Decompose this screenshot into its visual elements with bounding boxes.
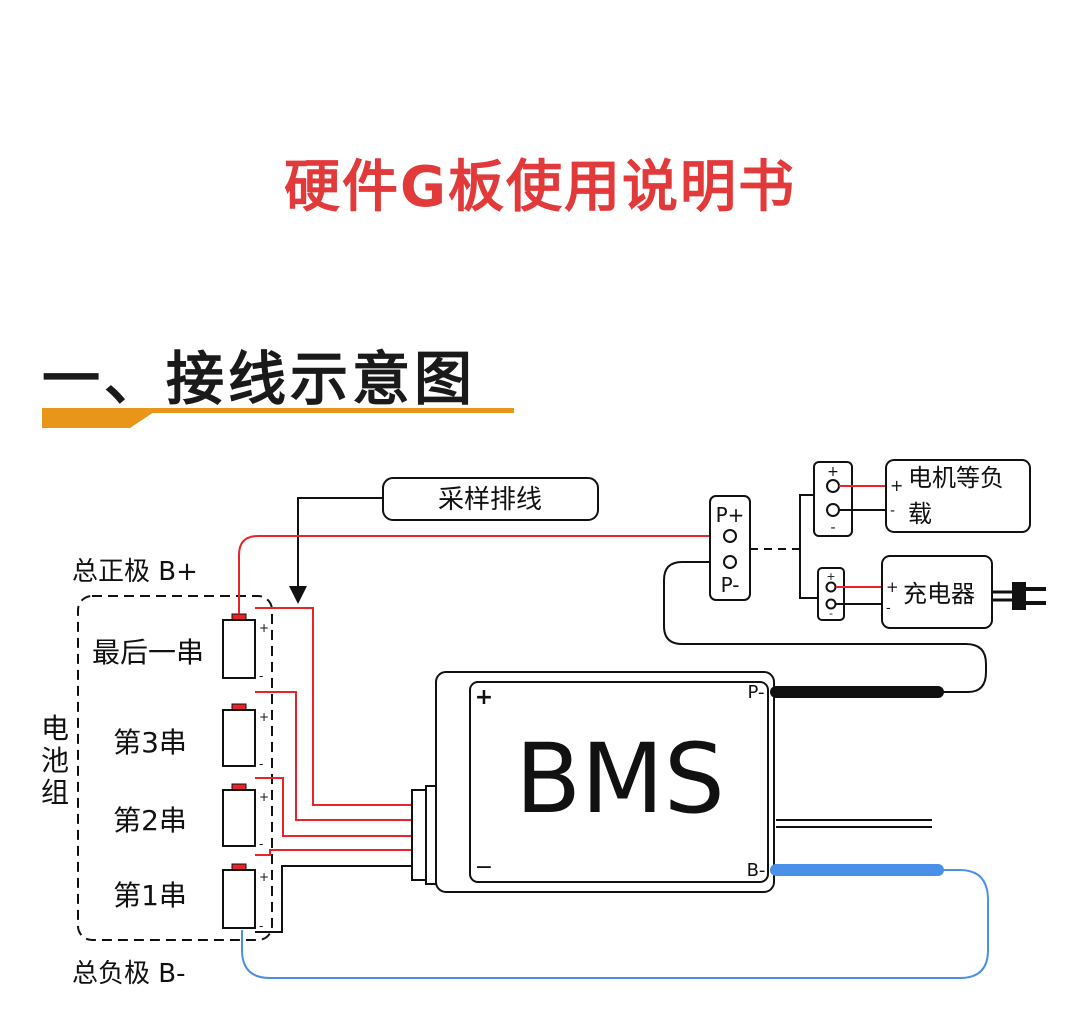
total-negative-label: 总负极 B- bbox=[72, 959, 185, 989]
bms-aux-wires bbox=[776, 819, 932, 828]
svg-text:-: - bbox=[886, 601, 891, 616]
sampling-wires bbox=[255, 607, 418, 856]
cell-2: + - bbox=[222, 783, 269, 851]
svg-text:P+: P+ bbox=[716, 503, 745, 527]
cell-1: + - bbox=[222, 863, 269, 933]
battery-pack-label: 电 池 组 bbox=[41, 712, 69, 809]
b-plus-to-p-plus-wire bbox=[238, 535, 716, 614]
svg-text:充电器: 充电器 bbox=[903, 580, 975, 608]
load-box: + - 电机等负 载 bbox=[885, 459, 1031, 533]
charger-terminal: + - bbox=[817, 567, 845, 621]
svg-text:+: + bbox=[475, 685, 493, 710]
svg-text:+: + bbox=[890, 476, 903, 495]
svg-text:-: - bbox=[259, 919, 263, 933]
svg-text:采样排线: 采样排线 bbox=[438, 485, 542, 515]
b-minus-return-wire bbox=[241, 869, 989, 979]
svg-text:P-: P- bbox=[721, 573, 740, 597]
p-minus-return-wire bbox=[663, 561, 987, 693]
charger-box: + - 充电器 bbox=[881, 555, 993, 629]
svg-text:-: - bbox=[259, 837, 263, 851]
page-title: 硬件G板使用说明书 bbox=[284, 155, 796, 220]
svg-text:-: - bbox=[259, 757, 263, 771]
section-title: 一、接线示意图 bbox=[42, 345, 477, 413]
svg-text:P-: P- bbox=[748, 682, 765, 703]
battery-pack-outline bbox=[77, 595, 273, 941]
cell-label-2: 第2串 bbox=[113, 804, 187, 837]
section-underline bbox=[42, 408, 514, 428]
svg-text:-: - bbox=[829, 607, 833, 620]
svg-text:BMS: BMS bbox=[515, 723, 725, 835]
load-terminal: + - bbox=[813, 461, 853, 537]
svg-text:+: + bbox=[259, 621, 269, 635]
power-plug-icon bbox=[992, 582, 1046, 610]
bms-board: BMS + − P- B- bbox=[435, 671, 775, 893]
cell-label-3: 第3串 bbox=[113, 726, 187, 759]
svg-text:+: + bbox=[259, 790, 269, 804]
p-terminal-block: P+ P- bbox=[709, 495, 751, 601]
sampling-cable-label: 采样排线 bbox=[382, 477, 599, 521]
svg-text:-: - bbox=[830, 520, 835, 536]
svg-text:-: - bbox=[259, 669, 263, 683]
svg-text:载: 载 bbox=[908, 500, 932, 528]
svg-text:电机等负: 电机等负 bbox=[908, 464, 1004, 492]
cell-label-last: 最后一串 bbox=[92, 636, 204, 669]
svg-text:+: + bbox=[827, 464, 839, 480]
svg-text:−: − bbox=[475, 855, 493, 880]
cell-last: + - bbox=[222, 613, 269, 683]
cell-1-negative-wire bbox=[255, 865, 418, 933]
svg-text:组: 组 bbox=[41, 776, 69, 809]
cell-3: + - bbox=[222, 703, 269, 771]
svg-text:电: 电 bbox=[41, 712, 69, 745]
svg-text:+: + bbox=[259, 710, 269, 724]
output-bus bbox=[799, 494, 818, 599]
sampling-arrow bbox=[289, 497, 383, 604]
svg-text:池: 池 bbox=[41, 744, 69, 777]
svg-text:+: + bbox=[826, 570, 835, 583]
svg-text:+: + bbox=[886, 578, 899, 596]
svg-text:B-: B- bbox=[747, 860, 766, 881]
total-positive-label: 总正极 B+ bbox=[72, 557, 198, 587]
svg-text:+: + bbox=[259, 870, 269, 884]
svg-text:-: - bbox=[890, 503, 895, 519]
cell-label-1: 第1串 bbox=[113, 879, 187, 912]
